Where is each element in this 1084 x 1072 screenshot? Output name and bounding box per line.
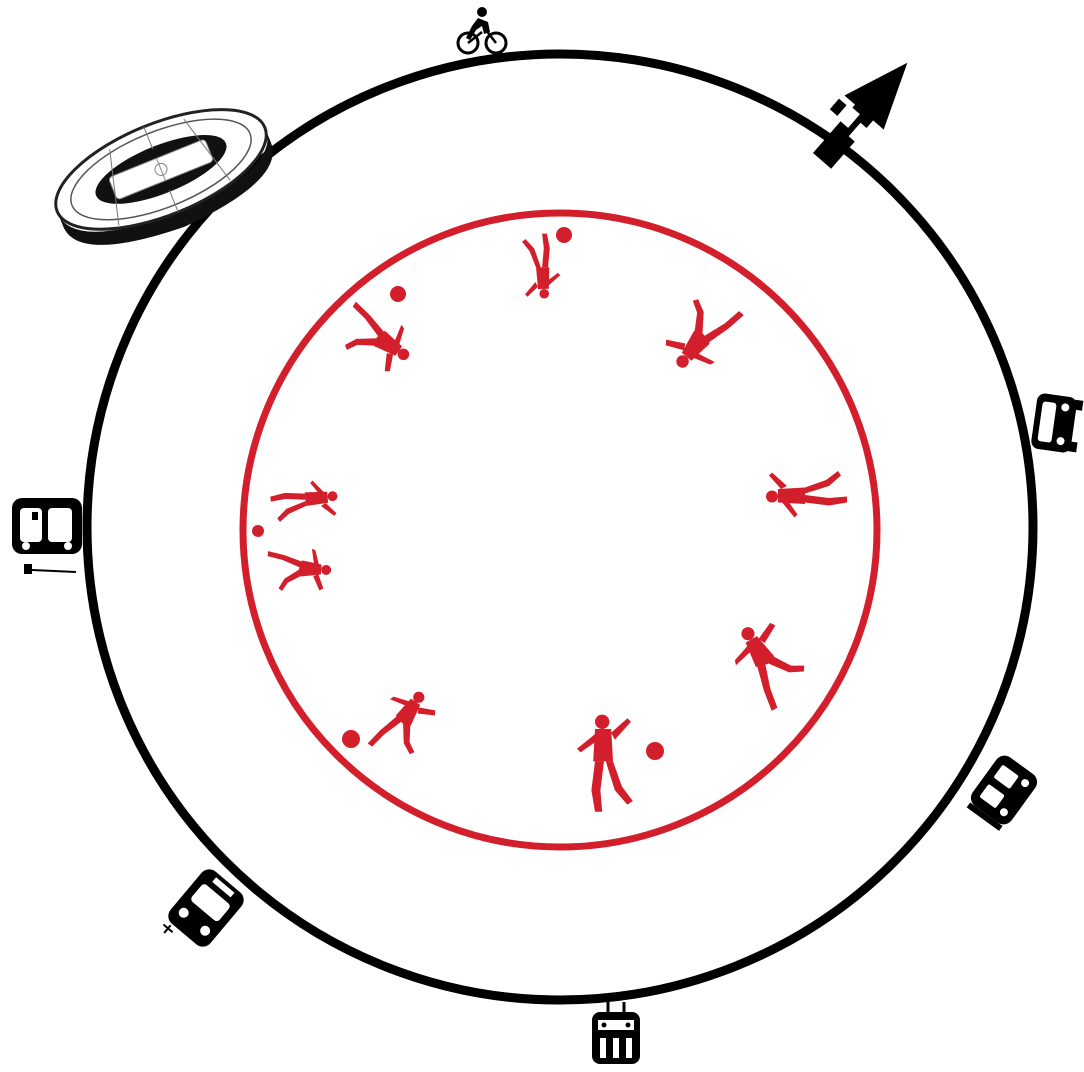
player-7-silhouette: [265, 545, 333, 595]
bus-stop-icon: [12, 498, 82, 574]
player-4-silhouette: [722, 612, 816, 715]
stadium-icon: [40, 85, 288, 269]
player-6-ball: [342, 730, 360, 748]
player-3-silhouette: [766, 471, 847, 518]
train-icon: [963, 752, 1041, 834]
tram-icon: [592, 1002, 640, 1064]
player-2-silhouette: [655, 284, 750, 382]
player-1-ball: [556, 227, 572, 243]
player-7-ball: [252, 525, 264, 537]
player-5-silhouette: [577, 715, 633, 812]
player-6-silhouette: [362, 680, 445, 769]
player-8-silhouette: [269, 478, 339, 522]
inner-ring: [243, 213, 877, 847]
player-9-ball: [390, 286, 406, 302]
player-9-silhouette: [330, 296, 421, 381]
bicycle-icon: [458, 7, 506, 53]
player-1-silhouette: [522, 233, 561, 299]
bus-icon: [157, 865, 248, 960]
car-icon: [1030, 392, 1083, 454]
home-arrow-icon: [799, 43, 927, 178]
player-5-ball: [646, 742, 664, 760]
